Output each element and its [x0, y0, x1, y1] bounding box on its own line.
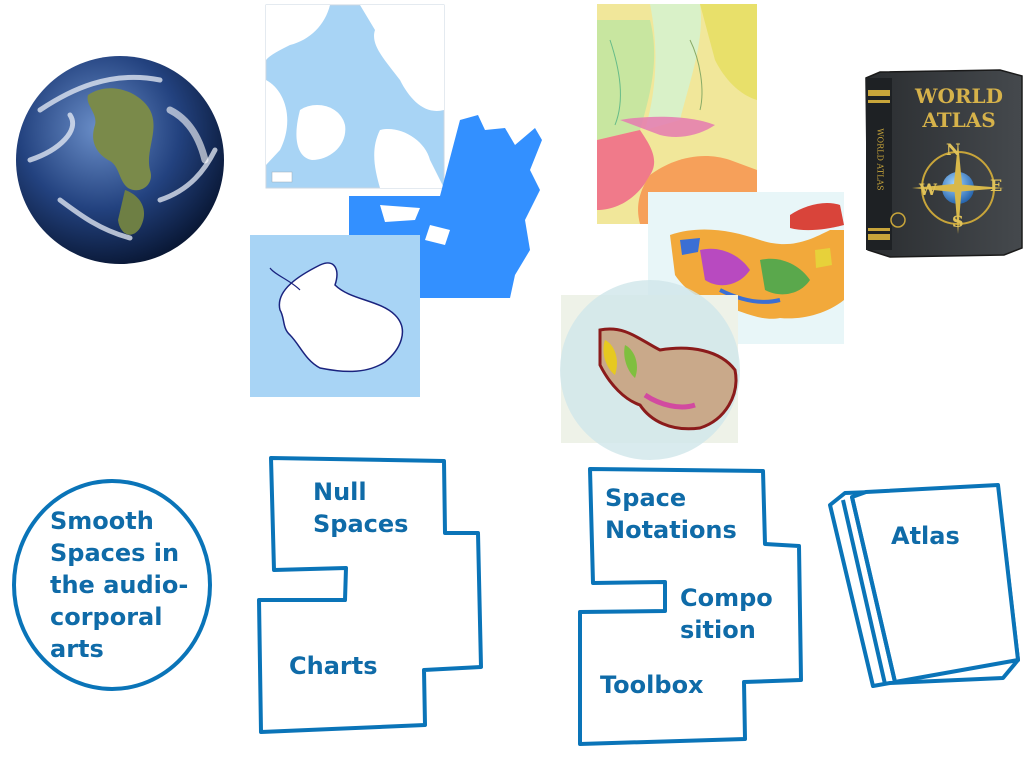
null-spaces-line: Spaces: [313, 510, 409, 538]
smooth-spaces-line: Spaces in: [50, 539, 180, 567]
smooth-spaces-label: Smooth Spaces in the audio- corporal art…: [50, 505, 188, 665]
notations-shape-outline: [578, 467, 803, 746]
atlas-book-outline: [828, 483, 1020, 688]
smooth-spaces-circle: [12, 479, 212, 691]
atlas-cover-title: WORLD ATLAS: [900, 84, 1018, 132]
smooth-spaces-line: Smooth: [50, 507, 154, 535]
composition-label: Compo sition: [680, 582, 773, 646]
political-zones-map-image: [597, 4, 757, 224]
smooth-spaces-line: the audio-: [50, 571, 189, 599]
null-spaces-line: Null: [313, 478, 367, 506]
null-spaces-label: Null Spaces: [313, 476, 408, 540]
charts-shape-outline: [257, 456, 483, 734]
toolbox-label: Toolbox: [600, 671, 704, 699]
atlas-label: Atlas: [891, 522, 960, 550]
composition-line: sition: [680, 616, 756, 644]
composition-line: Compo: [680, 584, 773, 612]
charts-label: Charts: [289, 652, 378, 680]
smooth-spaces-line: arts: [50, 635, 104, 663]
atlas-spine-text: WORLD ATLAS: [875, 128, 885, 191]
antarctica-geology-map-image: [560, 280, 740, 460]
antarctica-map-image: [250, 235, 420, 397]
space-notations-line: Space: [605, 484, 687, 512]
earth-globe-image: [16, 56, 224, 264]
compass-south-label: S: [952, 212, 964, 231]
space-notations-label: Space Notations: [605, 482, 737, 546]
compass-east-label: E: [990, 176, 1003, 195]
world-atlas-book-image: [865, 69, 1023, 258]
compass-west-label: W: [919, 180, 937, 199]
smooth-spaces-line: corporal: [50, 603, 163, 631]
compass-north-label: N: [946, 140, 961, 159]
space-notations-line: Notations: [605, 516, 737, 544]
atlas-cover-title-line2: ATLAS: [922, 108, 996, 132]
arctic-map-image: [265, 4, 445, 189]
atlas-cover-title-line1: WORLD: [915, 84, 1003, 108]
